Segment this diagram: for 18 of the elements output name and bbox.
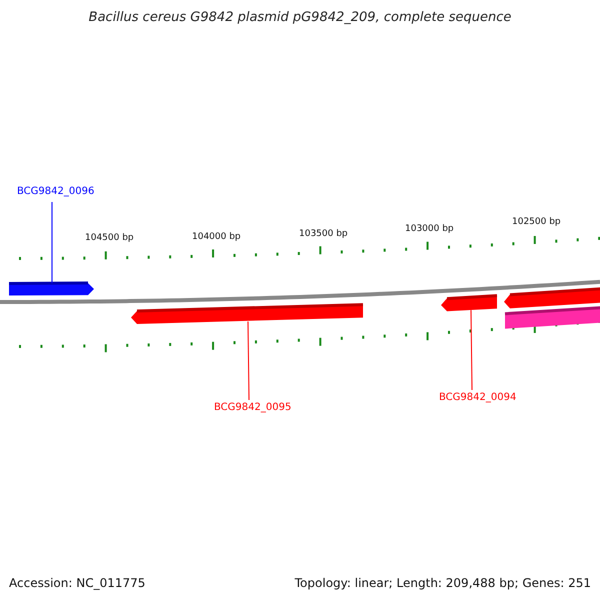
gene-feature: [504, 286, 600, 308]
tick-label: 103500 bp: [299, 229, 348, 239]
leader-line: [248, 321, 250, 400]
gene-feature: [8, 282, 94, 296]
tick-label: 104500 bp: [85, 233, 134, 243]
info-text: Topology: linear; Length: 209,488 bp; Genes: 251: [294, 576, 591, 590]
tick-label: 103000 bp: [405, 224, 454, 234]
gene-label: BCG9842_0095: [214, 402, 292, 413]
leader-line: [470, 310, 472, 390]
title: Bacillus cereus G9842 plasmid pG9842_209, complete sequence: [88, 10, 512, 25]
gene-label: BCG9842_0096: [17, 186, 94, 197]
gene-feature: [131, 303, 364, 324]
tick-label: 102500 bp: [512, 217, 561, 227]
info-text: Accession: NC_011775: [9, 576, 146, 590]
gene-label: BCG9842_0094: [439, 392, 516, 403]
gene-feature: [504, 306, 600, 329]
gene-feature: [441, 294, 498, 312]
tick-label: 104000 bp: [192, 232, 241, 242]
